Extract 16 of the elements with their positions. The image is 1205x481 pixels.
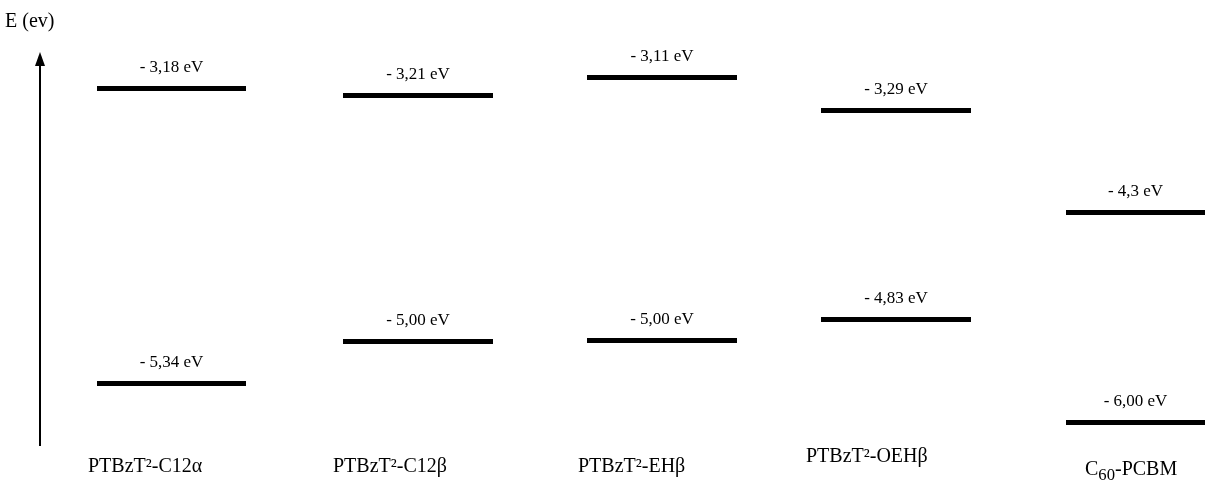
axis-label: E (ev) [5, 8, 55, 32]
material-name: PTBzT²-EHβ [578, 453, 686, 477]
material-name: PTBzT²-C12β [333, 453, 447, 477]
energy-value: - 4,3 eV [1106, 181, 1165, 201]
energy-value: - 4,83 eV [863, 288, 929, 308]
material-name: PTBzT²-C12α [88, 453, 203, 477]
energy-value: - 5,00 eV [629, 309, 695, 329]
energy-value: - 3,29 eV [863, 79, 929, 99]
energy-value: - 3,18 eV [138, 57, 205, 77]
material-name: PTBzT²-OEHβ [806, 443, 928, 467]
energy-value: - 3,21 eV [385, 64, 451, 84]
energy-value: - 5,34 eV [138, 352, 205, 372]
material-name: C$_{60}$-PCBM [1085, 456, 1178, 481]
energy-value: - 6,00 eV [1102, 391, 1169, 411]
energy-value: - 5,00 eV [385, 310, 451, 330]
energy-value: - 3,11 eV [629, 46, 695, 66]
